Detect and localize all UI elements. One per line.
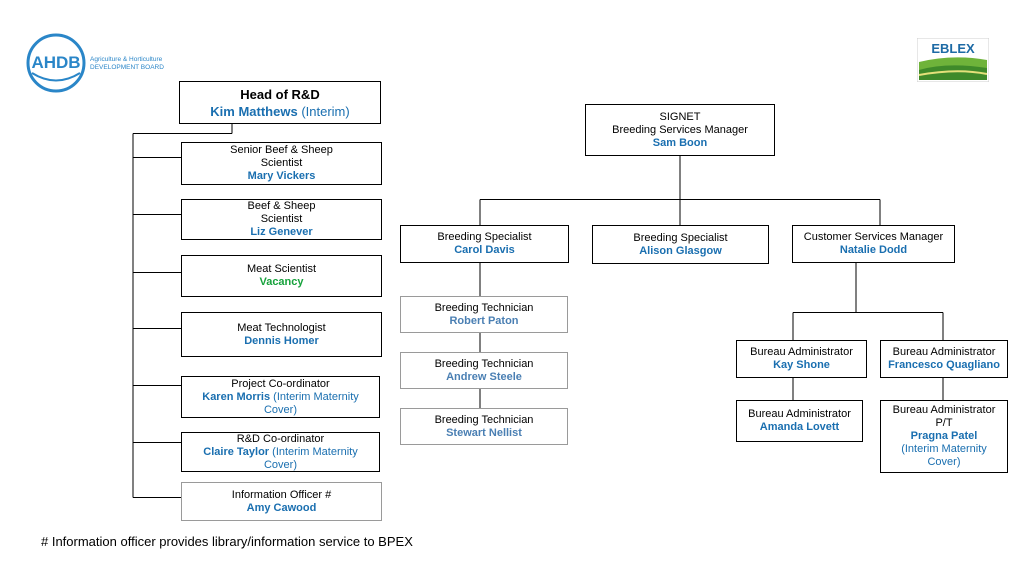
customer-services-box: Customer Services Manager Natalie Dodd <box>792 225 955 263</box>
person-name: Claire Taylor <box>203 445 270 458</box>
rd-staff-box: Meat Technologist Dennis Homer <box>181 312 382 357</box>
role-label: Beef & Sheep Scientist <box>247 200 316 225</box>
signet-line2: Breeding Services Manager <box>612 123 748 136</box>
person-name: Andrew Steele <box>446 370 522 383</box>
head-title: Head of R&D <box>240 86 320 102</box>
rd-staff-box: Beef & Sheep Scientist Liz Genever <box>181 199 382 240</box>
ahdb-logo: AHDB Agriculture & Horticulture DEVELOPM… <box>26 33 164 93</box>
role-label: Breeding Specialist <box>437 231 532 243</box>
person-name: Amy Cawood <box>246 501 317 514</box>
role-label: Meat Technologist <box>237 321 326 334</box>
rd-staff-box: Meat Scientist Vacancy <box>181 255 382 297</box>
ahdb-logo-text: AHDB <box>31 53 80 72</box>
person-note: (Interim Maternity Cover) <box>901 443 987 468</box>
role-label: Customer Services Manager <box>803 231 944 243</box>
person-name: Natalie Dodd <box>839 244 908 256</box>
person-name: Karen Morris <box>202 390 271 403</box>
rd-staff-box: Information Officer # Amy Cawood <box>181 482 382 521</box>
ahdb-logo-line2: DEVELOPMENT BOARD <box>90 64 164 71</box>
technician-box: Breeding Technician Robert Paton <box>400 296 568 333</box>
signet-name: Sam Boon <box>652 136 708 149</box>
specialist-box: Breeding Specialist Carol Davis <box>400 225 569 263</box>
role-label: Meat Scientist <box>246 263 317 275</box>
signet-line1: SIGNET <box>659 110 701 123</box>
head-of-rd-box: Head of R&D Kim Matthews (Interim) <box>179 81 381 124</box>
person-name: Dennis Homer <box>244 334 319 347</box>
bureau-admin-box: Bureau Administrator P/T Pragna Patel (I… <box>880 400 1008 473</box>
role-label: Bureau Administrator <box>892 404 996 416</box>
role-label: Bureau Administrator <box>892 346 996 358</box>
person-name: Liz Genever <box>250 226 313 238</box>
person-line: Karen Morris (Interim Maternity Cover) <box>196 391 366 417</box>
bureau-admin-box: Bureau Administrator Francesco Quagliano <box>880 340 1008 378</box>
head-name-line: Kim Matthews (Interim) <box>210 103 349 120</box>
person-name: Carol Davis <box>454 244 515 256</box>
role-label: R&D Co-ordinator <box>236 432 325 445</box>
specialist-box: Breeding Specialist Alison Glasgow <box>592 225 769 264</box>
vacancy-label: Vacancy <box>259 276 304 288</box>
signet-manager-box: SIGNET Breeding Services Manager Sam Boo… <box>585 104 775 156</box>
person-name: Robert Paton <box>449 314 519 327</box>
person-note: (Interim Maternity Cover) <box>263 445 358 471</box>
role-label: Bureau Administrator <box>750 346 853 358</box>
role-label: Senior Beef & Sheep Scientist <box>230 144 333 169</box>
rd-staff-box: Senior Beef & Sheep Scientist Mary Vicke… <box>181 142 382 185</box>
role-label: Breeding Specialist <box>633 231 728 244</box>
person-name: Stewart Nellist <box>446 426 522 439</box>
role-label: Information Officer # <box>231 488 332 501</box>
technician-box: Breeding Technician Stewart Nellist <box>400 408 568 445</box>
person-name: Alison Glasgow <box>639 244 722 257</box>
person-name: Mary Vickers <box>247 170 316 182</box>
footnote: # Information officer provides library/i… <box>41 534 413 549</box>
role-label: Project Co-ordinator <box>231 377 330 390</box>
role-label-2: P/T <box>935 417 953 429</box>
bureau-admin-box: Bureau Administrator Amanda Lovett <box>736 400 863 442</box>
head-note: (Interim) <box>301 103 350 119</box>
person-name: Kay Shone <box>773 359 830 371</box>
person-name: Amanda Lovett <box>759 421 840 433</box>
eblex-logo-text: EBLEX <box>931 41 975 56</box>
bureau-admin-box: Bureau Administrator Kay Shone <box>736 340 867 378</box>
role-label: Breeding Technician <box>434 301 534 314</box>
eblex-logo: EBLEX <box>917 38 989 82</box>
ahdb-logo-line1: Agriculture & Horticulture <box>90 56 163 63</box>
person-line: Claire Taylor (Interim Maternity Cover) <box>196 446 366 472</box>
head-name: Kim Matthews <box>210 103 298 119</box>
person-note: (Interim Maternity Cover) <box>263 390 359 416</box>
role-label: Bureau Administrator <box>748 408 851 420</box>
person-name: Pragna Patel <box>910 430 978 442</box>
role-label: Breeding Technician <box>434 357 534 370</box>
role-label: Breeding Technician <box>434 413 534 426</box>
person-name: Francesco Quagliano <box>888 359 1000 371</box>
rd-staff-box: Project Co-ordinator Karen Morris (Inter… <box>181 376 380 418</box>
technician-box: Breeding Technician Andrew Steele <box>400 352 568 389</box>
rd-staff-box: R&D Co-ordinator Claire Taylor (Interim … <box>181 432 380 472</box>
